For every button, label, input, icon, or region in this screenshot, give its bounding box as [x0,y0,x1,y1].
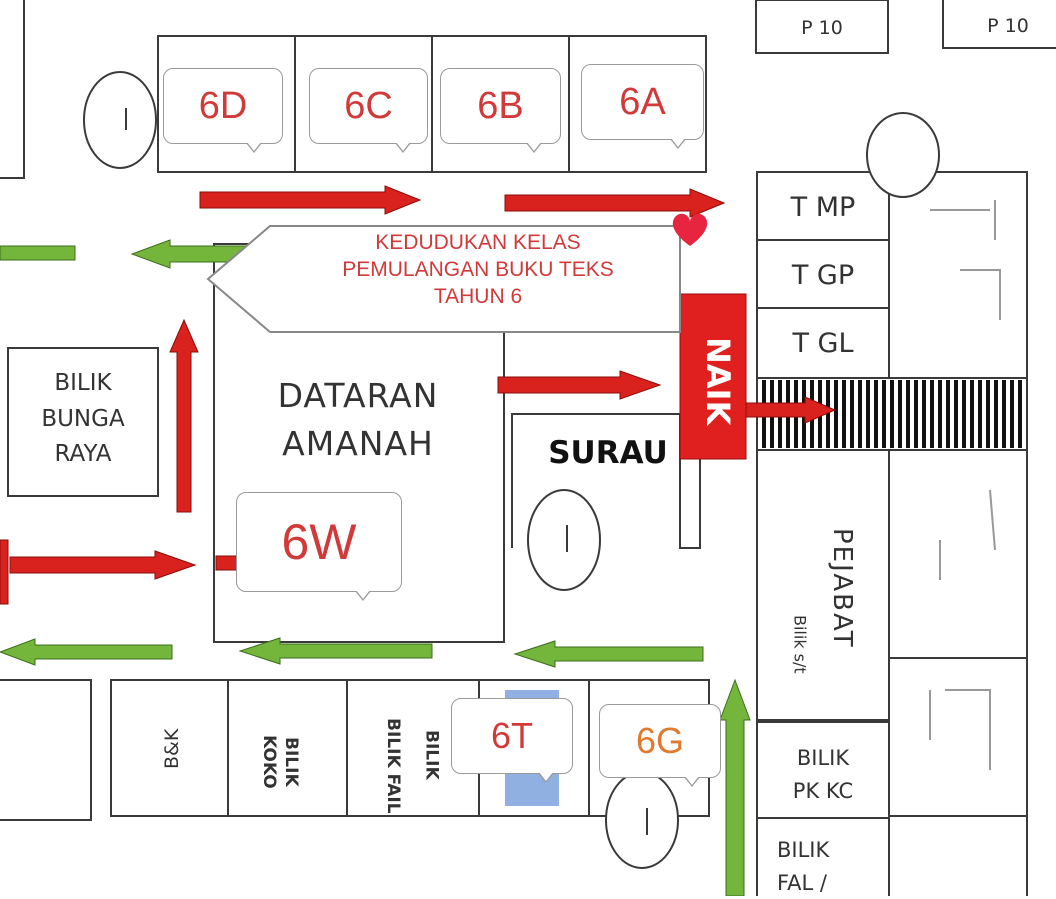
stair-step [914,380,918,448]
stair-step [890,380,894,448]
stair-step [954,380,958,448]
naik-box [679,293,747,460]
stair-step [986,380,990,448]
arrow-red-left [9,550,197,580]
banner-line-2: PEMULANGAN BUKU TEKS [342,257,614,281]
stair-step [866,380,870,448]
banner-line-1: KEDUDUKAN KELAS [375,231,581,254]
label-bk: B&K [161,728,183,770]
label-surau: SURAU [548,435,668,471]
arrow-green-bottom-right [513,640,704,668]
stair-step [938,380,942,448]
class-callout-6w[interactable]: 6W [236,492,402,601]
area-surau [511,413,701,549]
circle-surau [527,489,601,591]
label-pejabat: PEJABAT [826,527,857,649]
stair-step [898,380,902,448]
class-callout-6c[interactable]: 6C [309,68,428,153]
label-bilik-koko: BILIK KOKO [259,735,302,789]
label-dataran-amanah: DATARAN AMANAH [277,376,439,463]
bottom-room-left [0,679,92,821]
class-label-6a: 6A [619,80,666,123]
class-label-6t: 6T [490,715,533,756]
right-block-4 [888,815,1028,896]
banner-callout [206,225,681,333]
stair-step [930,380,934,448]
class-callout-6a[interactable]: 6A [581,64,704,149]
class-label-6g: 6G [635,720,685,761]
banner-text: KEDUDUKAN KELAS PEMULANGAN BUKU TEKS TAH… [278,230,678,311]
arrow-red-top-1 [199,185,422,215]
stair-step [970,380,974,448]
stair-step [922,380,926,448]
class-callout-6g[interactable]: 6G [599,704,721,787]
stair-step [1002,380,1006,448]
stair-step [850,380,854,448]
class-label-6d: 6D [198,84,248,127]
left-room-edge [0,0,25,179]
stair-step [834,380,838,448]
right-block-2 [888,449,1028,659]
class-callout-6d[interactable]: 6D [163,68,283,153]
stair-step [946,380,950,448]
stair-step [842,380,846,448]
room-pejabat [756,449,890,721]
circle-top-right [866,112,940,198]
label-tgl: T GL [792,328,854,359]
stair-step [858,380,862,448]
label-bilik-pkkc: BILIK PK KC [792,746,854,803]
label-bilik-fal: BILIK FAL / [777,838,830,895]
stair-step [1010,380,1014,448]
arrow-red-top-2 [504,188,726,218]
label-bilik-fail: BILIK FAIL [383,718,404,814]
class-label-6c: 6C [344,84,393,127]
circle-bottom [605,771,679,869]
circle-top-left [83,71,157,169]
arrow-red-up [169,318,199,513]
class-label-6w: 6W [281,514,357,570]
class-label-6b: 6B [477,84,524,127]
stair-step [962,380,966,448]
class-callout-6t[interactable]: 6T [451,698,573,783]
room-p10-left [755,0,889,54]
stair-step [906,380,910,448]
label-bilik-sb: Bilik s/t [790,614,810,674]
banner-line-3: TAHUN 6 [433,284,523,308]
stair-step [826,380,830,448]
arrow-red-stair [744,396,837,424]
label-naik: NAIK [699,336,737,426]
arrow-green-bottom-mid [238,637,433,665]
label-p10-left: P 10 [801,17,843,39]
label-p10-right: P 10 [987,15,1029,37]
arrow-green-up [719,678,751,896]
stair-step [882,380,886,448]
label-bilik-4: BILIK [421,730,442,780]
right-block [888,171,1028,379]
stair-step [874,380,878,448]
room-6a [568,35,707,173]
stair-step [978,380,982,448]
room-bilik-bunga-raya [7,347,159,497]
arrow-green-bottom-left [0,638,173,666]
heart-icon [672,213,708,246]
room-p10-right [942,0,1056,49]
class-callout-6b[interactable]: 6B [440,68,561,153]
label-tgp: T GP [791,260,855,291]
arrow-red-mid [497,370,662,400]
right-block-3 [888,657,1028,817]
stair-step [994,380,998,448]
label-bilik-bunga-raya: BILIK BUNGA RAYA [41,370,125,468]
label-tmp: T MP [790,192,856,223]
stair-step [1018,380,1022,448]
